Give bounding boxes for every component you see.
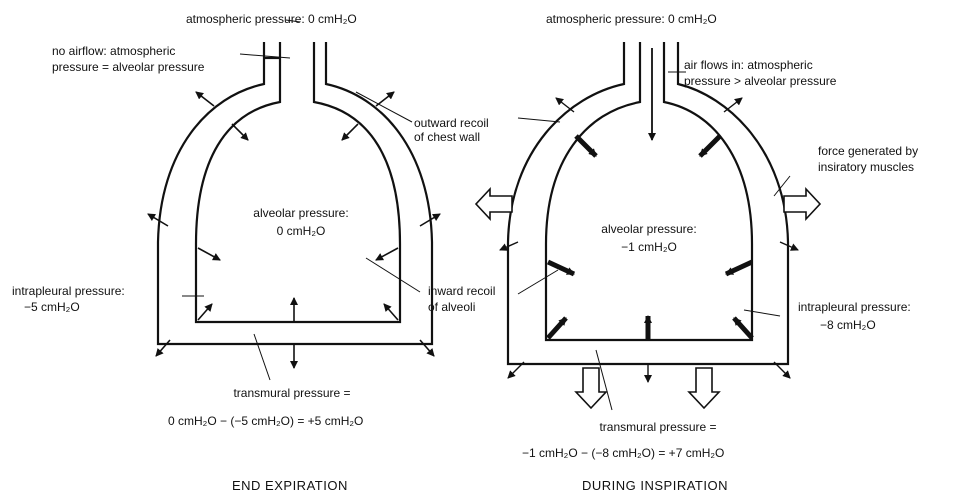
- right-intrapleural-label-2: −8 cmH₂O: [820, 318, 876, 332]
- right-alveolar-label-2: −1 cmH₂O: [621, 240, 677, 254]
- outward-recoil-label-1: outward recoil: [414, 116, 489, 130]
- leader-lines: [182, 19, 791, 411]
- inward-recoil-label-2: of alveoli: [428, 300, 476, 314]
- right-caption: DURING INSPIRATION: [582, 478, 728, 493]
- left-inward-arrows: [197, 123, 399, 322]
- left-transmural-label-1: transmural pressure =: [233, 386, 351, 400]
- left-transmural-equation: 0 cmH₂O − (−5 cmH₂O) = +5 cmH₂O: [168, 414, 364, 428]
- left-caption: END EXPIRATION: [232, 478, 348, 493]
- left-alveolar-label-2: 0 cmH₂O: [276, 224, 326, 238]
- force-label-1: force generated by: [818, 144, 919, 158]
- right-air-flows-label-1: air flows in: atmospheric: [684, 58, 813, 72]
- left-no-airflow-label-1: no airflow: atmospheric: [52, 44, 176, 58]
- right-air-flows-label-2: pressure > alveolar pressure: [684, 74, 837, 88]
- right-inward-thick-arrows: [546, 134, 754, 340]
- left-alveolar-label-1: alveolar pressure:: [253, 206, 349, 220]
- right-lung-outline: [506, 42, 790, 366]
- outward-recoil-label-2: of chest wall: [414, 130, 481, 144]
- right-alveolar-label-1: alveolar pressure:: [601, 222, 697, 236]
- left-no-airflow-label-2: pressure = alveolar pressure: [52, 60, 205, 74]
- left-intrapleural-label-1: intrapleural pressure:: [12, 284, 125, 298]
- right-transmural-label-1: transmural pressure =: [599, 420, 717, 434]
- right-atmospheric-label: atmospheric pressure: 0 cmH₂O: [546, 12, 717, 26]
- muscle-force-arrows: [474, 186, 822, 410]
- left-lung-outline: [156, 42, 434, 346]
- left-atmospheric-label: atmospheric pressure: 0 cmH₂O: [186, 12, 357, 26]
- left-outward-arrows: [147, 91, 441, 369]
- inward-recoil-label-1: inward recoil: [428, 284, 496, 298]
- force-label-2: insiratory muscles: [818, 160, 915, 174]
- right-intrapleural-label-1: intrapleural pressure:: [798, 300, 911, 314]
- right-outward-arrows: [499, 97, 799, 383]
- left-intrapleural-label-2: −5 cmH₂O: [24, 300, 80, 314]
- right-transmural-equation: −1 cmH₂O − (−8 cmH₂O) = +7 cmH₂O: [522, 446, 725, 460]
